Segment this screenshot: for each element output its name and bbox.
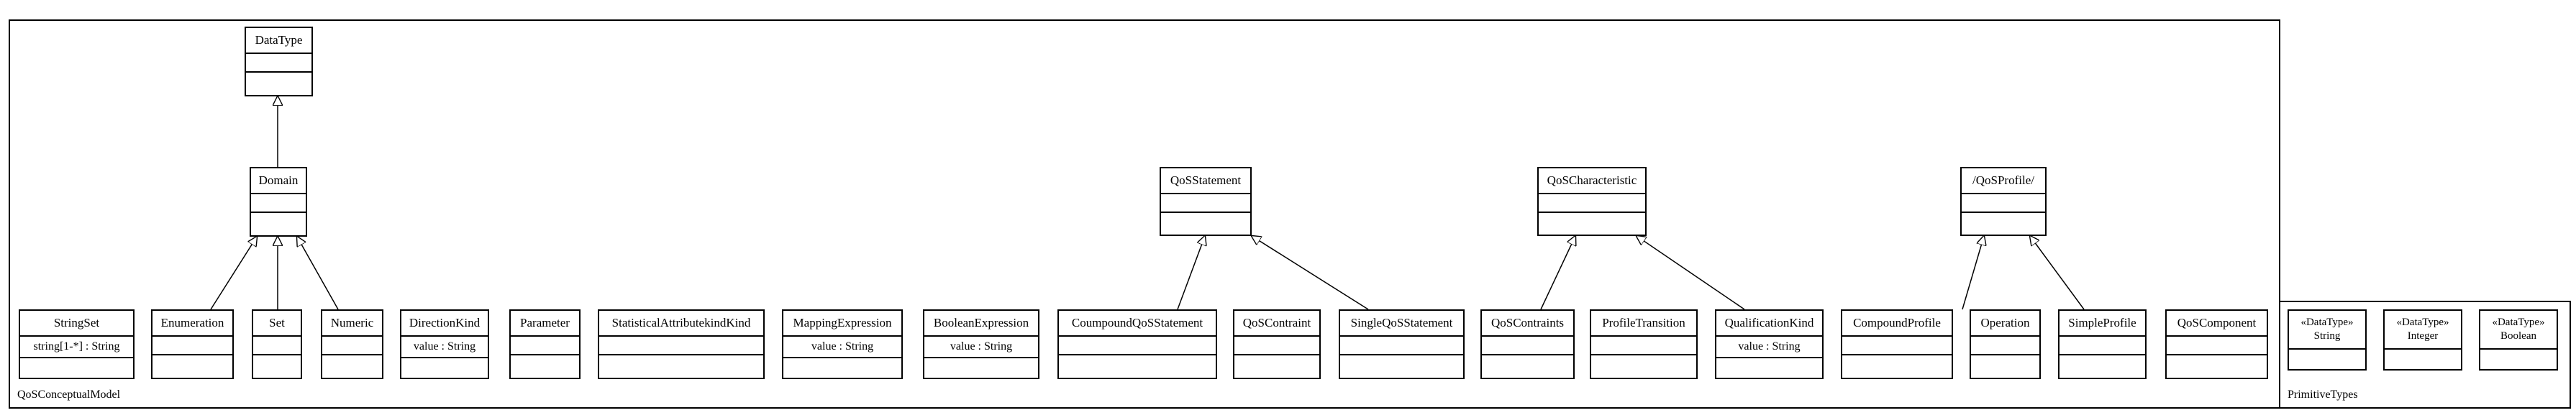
class-name: QoSContraint [1234,311,1319,337]
class-mappingexpression[interactable]: MappingExpression value : String [782,309,903,379]
class-attributes [599,337,763,355]
class-name: CompoundProfile [1842,311,1952,337]
class-name: QoSComponent [2167,311,2267,337]
compoundqosstatement-to-qosstatement [1177,236,1205,310]
class-name: QoSContraints [1482,311,1573,337]
class-name: Parameter [511,311,579,337]
compoundprofile-to-qosprofile [1962,236,1984,310]
class-booleanexpression[interactable]: BooleanExpression value : String [923,309,1039,379]
class-attributes [1340,337,1463,355]
stereotype-label: «DataType» [2396,317,2449,328]
class-attribute: value : String [924,337,1038,358]
class-attributes [1482,337,1573,355]
primitive-boolean[interactable]: «DataType» Boolean [2479,309,2558,371]
class-compoundprofile[interactable]: CompoundProfile [1841,309,1953,379]
class-directionkind[interactable]: DirectionKind value : String [400,309,489,379]
stereotype-label: «DataType» [2300,317,2354,328]
class-set[interactable]: Set [252,309,302,379]
class-attributes [322,337,382,355]
class-simpleprofile[interactable]: SimpleProfile [2058,309,2147,379]
stereotype-label: «DataType» [2492,317,2545,328]
class-attribute: value : String [1716,337,1822,358]
class-qualificationkind[interactable]: QualificationKind value : String [1715,309,1824,379]
package-label: QoSConceptualModel [17,389,121,401]
class-attributes [1234,337,1319,355]
class-parameter[interactable]: Parameter [509,309,581,379]
class-name: StringSet [20,311,133,337]
class-statisticalattributekindkind[interactable]: StatisticalAttributekindKind [598,309,765,379]
class-name: MappingExpression [783,311,901,337]
class-attributes [1059,337,1216,355]
class-qosstatement[interactable]: QoSStatement [1160,167,1252,236]
class-attributes [153,337,232,355]
primitive-header: «DataType» String [2289,311,2365,350]
class-attributes [1161,194,1250,213]
primitive-integer[interactable]: «DataType» Integer [2383,309,2462,371]
class-name: DataType [246,28,311,54]
class-name: DirectionKind [401,311,488,337]
class-qoscharacteristic[interactable]: QoSCharacteristic [1537,167,1647,236]
class-attribute: string[1-*] : String [20,337,133,358]
class-attributes [2167,337,2267,355]
class-attributes [253,337,301,355]
class-name: QoSStatement [1161,168,1250,194]
class-enumeration[interactable]: Enumeration [151,309,234,379]
class-qoscomponent[interactable]: QoSComponent [2165,309,2268,379]
class-qosprofile[interactable]: /QoSProfile/ [1960,167,2047,236]
primitive-header: «DataType» Integer [2385,311,2461,350]
primitive-header: «DataType» Boolean [2480,311,2557,350]
class-name: SimpleProfile [2060,311,2145,337]
class-name: Set [253,311,301,337]
class-attributes [1962,194,2045,213]
class-compoundqosstatement[interactable]: CoumpoundQoSStatement [1057,309,1217,379]
class-name: CoumpoundQoSStatement [1059,311,1216,337]
class-name: Numeric [322,311,382,337]
class-qoscontraint[interactable]: QoSContraint [1233,309,1321,379]
class-stringset[interactable]: StringSet string[1-*] : String [19,309,135,379]
simpleprofile-to-qosprofile [2030,236,2085,310]
package-label: PrimitiveTypes [2288,389,2358,401]
numeric-to-domain [297,237,339,310]
primitive-string[interactable]: «DataType» String [2288,309,2367,371]
class-qoscontraints[interactable]: QoSContraints [1480,309,1575,379]
class-attributes [251,194,306,213]
class-attributes [2060,337,2145,355]
class-attribute: value : String [401,337,488,358]
class-singleqosstatement[interactable]: SingleQoSStatement [1339,309,1465,379]
class-attributes [511,337,579,355]
class-domain[interactable]: Domain [250,167,307,237]
primitive-name: Integer [2407,330,2439,342]
class-name: Domain [251,168,306,194]
qualificationkind-to-qoscharacteristic [1637,236,1745,310]
primitive-name: Boolean [2500,330,2536,342]
class-numeric[interactable]: Numeric [321,309,383,379]
class-profiletransition[interactable]: ProfileTransition [1590,309,1698,379]
class-name: QoSCharacteristic [1539,168,1645,194]
primitive-name: String [2313,330,2341,342]
class-name: ProfileTransition [1591,311,1696,337]
class-name: BooleanExpression [924,311,1038,337]
package-qosconceptualmodel [9,19,2280,409]
class-name: Operation [1971,311,2039,337]
class-datatype[interactable]: DataType [245,27,313,96]
class-name: StatisticalAttributekindKind [599,311,763,337]
singleqosstatement-to-qosstatement [1252,236,1369,310]
class-attributes [246,54,311,73]
class-attributes [1539,194,1645,213]
class-attribute: value : String [783,337,901,358]
qoscontraints-to-qoscharacteristic [1540,236,1575,310]
class-attributes [1591,337,1696,355]
class-operation[interactable]: Operation [1970,309,2041,379]
class-name: SingleQoSStatement [1340,311,1463,337]
enumeration-to-domain [210,237,257,310]
class-name: /QoSProfile/ [1962,168,2045,194]
class-attributes [1971,337,2039,355]
class-attributes [1842,337,1952,355]
package-primitivetypes [2279,301,2571,409]
class-name: Enumeration [153,311,232,337]
class-name: QualificationKind [1716,311,1822,337]
